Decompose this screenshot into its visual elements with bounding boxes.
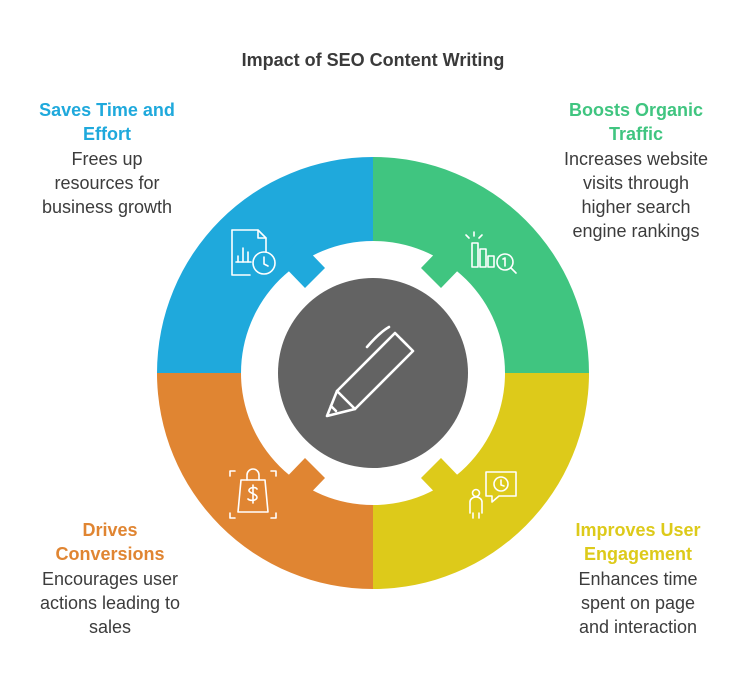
improves-engagement-heading-line-2: Engagement bbox=[583, 544, 693, 564]
document-chart-clock-icon bbox=[231, 229, 276, 276]
connector-top-left bbox=[278, 240, 325, 288]
improves-engagement-description: Enhances time spent on page and interact… bbox=[538, 567, 738, 639]
pen-icon bbox=[325, 325, 415, 418]
boosts-traffic-heading-line-1: Boosts Organic bbox=[568, 100, 704, 120]
boosts-traffic-heading: Boosts Organic Traffic bbox=[532, 98, 740, 146]
boosts-traffic-block: Boosts Organic Traffic Increases website… bbox=[532, 98, 740, 243]
shopping-bag-dollar-icon bbox=[229, 468, 277, 519]
bar-chart-magnifier-icon bbox=[465, 231, 517, 274]
segment-bottom-right bbox=[373, 373, 589, 589]
saves-time-heading-line-1: Saves Time and bbox=[39, 100, 175, 120]
person-clock-bubble-icon bbox=[469, 471, 517, 519]
drives-conversions-desc-line-2: actions leading to bbox=[39, 593, 181, 613]
saves-time-heading: Saves Time and Effort bbox=[0, 98, 214, 146]
saves-time-desc-line-3: business growth bbox=[41, 197, 173, 217]
connector-top-right bbox=[421, 240, 468, 288]
drives-conversions-description: Encourages user actions leading to sales bbox=[10, 567, 210, 639]
improves-engagement-heading-line-1: Improves User bbox=[575, 520, 701, 540]
boosts-traffic-desc-line-2: visits through bbox=[582, 173, 690, 193]
drives-conversions-block: Drives Conversions Encourages user actio… bbox=[10, 518, 210, 639]
drives-conversions-heading-line-2: Conversions bbox=[55, 544, 165, 564]
boosts-traffic-description: Increases website visits through higher … bbox=[532, 147, 740, 243]
drives-conversions-heading-line-1: Drives bbox=[82, 520, 138, 540]
connector-bottom-right bbox=[421, 458, 468, 506]
boosts-traffic-desc-line-1: Increases website bbox=[563, 149, 709, 169]
saves-time-desc-line-2: resources for bbox=[54, 173, 160, 193]
connector-bottom-left bbox=[278, 458, 325, 506]
drives-conversions-desc-line-3: sales bbox=[88, 617, 132, 637]
saves-time-description: Frees up resources for business growth bbox=[0, 147, 214, 219]
improves-engagement-block: Improves User Engagement Enhances time s… bbox=[538, 518, 738, 639]
improves-engagement-desc-line-2: spent on page bbox=[580, 593, 696, 613]
diagram-title: Impact of SEO Content Writing bbox=[241, 50, 505, 70]
saves-time-heading-line-2: Effort bbox=[83, 124, 131, 144]
drives-conversions-heading: Drives Conversions bbox=[10, 518, 210, 566]
segment-top-right bbox=[373, 157, 589, 373]
improves-engagement-desc-line-1: Enhances time bbox=[578, 569, 698, 589]
improves-engagement-heading: Improves User Engagement bbox=[538, 518, 738, 566]
boosts-traffic-heading-line-2: Traffic bbox=[608, 124, 664, 144]
boosts-traffic-desc-line-3: higher search bbox=[581, 197, 691, 217]
center-circle bbox=[278, 278, 468, 468]
improves-engagement-desc-line-3: and interaction bbox=[578, 617, 698, 637]
saves-time-desc-line-1: Frees up bbox=[71, 149, 143, 169]
saves-time-block: Saves Time and Effort Frees up resources… bbox=[0, 98, 214, 219]
drives-conversions-desc-line-1: Encourages user bbox=[41, 569, 179, 589]
boosts-traffic-desc-line-4: engine rankings bbox=[572, 221, 700, 241]
